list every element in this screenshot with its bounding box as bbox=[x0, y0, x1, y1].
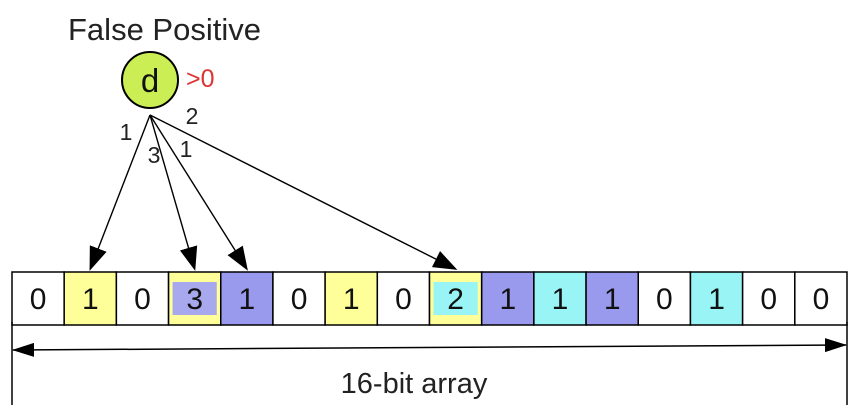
array-cell: 0 bbox=[794, 271, 848, 326]
array-cell-box bbox=[794, 271, 848, 326]
array-span-arrow bbox=[12, 338, 847, 357]
element-circle bbox=[121, 51, 179, 109]
array-cell-value: 0 bbox=[656, 283, 673, 316]
array-cell-value: 1 bbox=[499, 283, 516, 316]
array-cell-value: 1 bbox=[708, 283, 725, 316]
hash-arrow bbox=[149, 114, 248, 271]
array-cell-value: 0 bbox=[30, 283, 47, 316]
array-cell: 1 bbox=[220, 271, 274, 326]
hash-arrow-label: 1 bbox=[180, 136, 193, 162]
array-cell-value: 2 bbox=[447, 283, 464, 316]
array-cell-value: 1 bbox=[552, 283, 569, 316]
array-cell: 0 bbox=[11, 271, 65, 326]
array-cell: 1 bbox=[324, 271, 379, 326]
array-cell-value: 1 bbox=[82, 283, 99, 316]
array-cell: 1 bbox=[480, 271, 535, 326]
hash-arrow-label: 1 bbox=[120, 119, 133, 145]
array-cell-box bbox=[533, 271, 587, 326]
query-element: d bbox=[121, 51, 179, 109]
array-cell: 0 bbox=[376, 271, 431, 326]
hash-arrow bbox=[149, 114, 458, 270]
array-cell: 0 bbox=[272, 271, 326, 326]
array-cell: 2 bbox=[428, 271, 483, 326]
diagram-title: False Positive bbox=[68, 12, 261, 47]
array-cell-box bbox=[376, 271, 431, 326]
array-label: 16-bit array bbox=[341, 368, 488, 400]
array-cell-highlight bbox=[172, 282, 217, 315]
array-cell-value: 0 bbox=[813, 283, 830, 316]
array-cell-highlight bbox=[433, 282, 478, 315]
hash-arrow bbox=[89, 114, 151, 271]
array-cell: 0 bbox=[637, 271, 692, 326]
array-cell: 1 bbox=[689, 271, 744, 326]
array-cell-value: 0 bbox=[395, 283, 412, 316]
element-annotation: >0 bbox=[186, 65, 215, 93]
array-cell-box bbox=[689, 271, 744, 326]
array-cell-box bbox=[272, 271, 326, 326]
array-cell: 0 bbox=[115, 271, 170, 326]
array-cell-value: 0 bbox=[291, 283, 308, 316]
array-cell: 1 bbox=[585, 271, 639, 326]
element-label: d bbox=[141, 62, 159, 99]
array-cell: 0 bbox=[741, 271, 796, 326]
array-cell-value: 1 bbox=[604, 283, 621, 316]
array-cell-value: 1 bbox=[343, 283, 360, 316]
array-dimension: 16-bit array bbox=[11, 322, 848, 405]
hash-arrow bbox=[149, 114, 198, 271]
array-cell-box bbox=[637, 271, 692, 326]
bit-array: 0 1 0 3 1 0 1 0 2 1 1 1 0 1 0 0 bbox=[11, 271, 848, 326]
array-cell: 1 bbox=[533, 271, 587, 326]
array-cell-value: 3 bbox=[186, 283, 203, 316]
hash-arrow-label: 2 bbox=[186, 103, 199, 129]
array-cell-value: 0 bbox=[134, 283, 151, 316]
hash-arrow-label: 3 bbox=[148, 142, 161, 168]
array-cell: 3 bbox=[167, 271, 222, 326]
array-cell-box bbox=[115, 271, 170, 326]
array-cell: 1 bbox=[63, 271, 118, 326]
array-cell-value: 1 bbox=[239, 283, 256, 316]
array-cell-value: 0 bbox=[760, 283, 777, 316]
